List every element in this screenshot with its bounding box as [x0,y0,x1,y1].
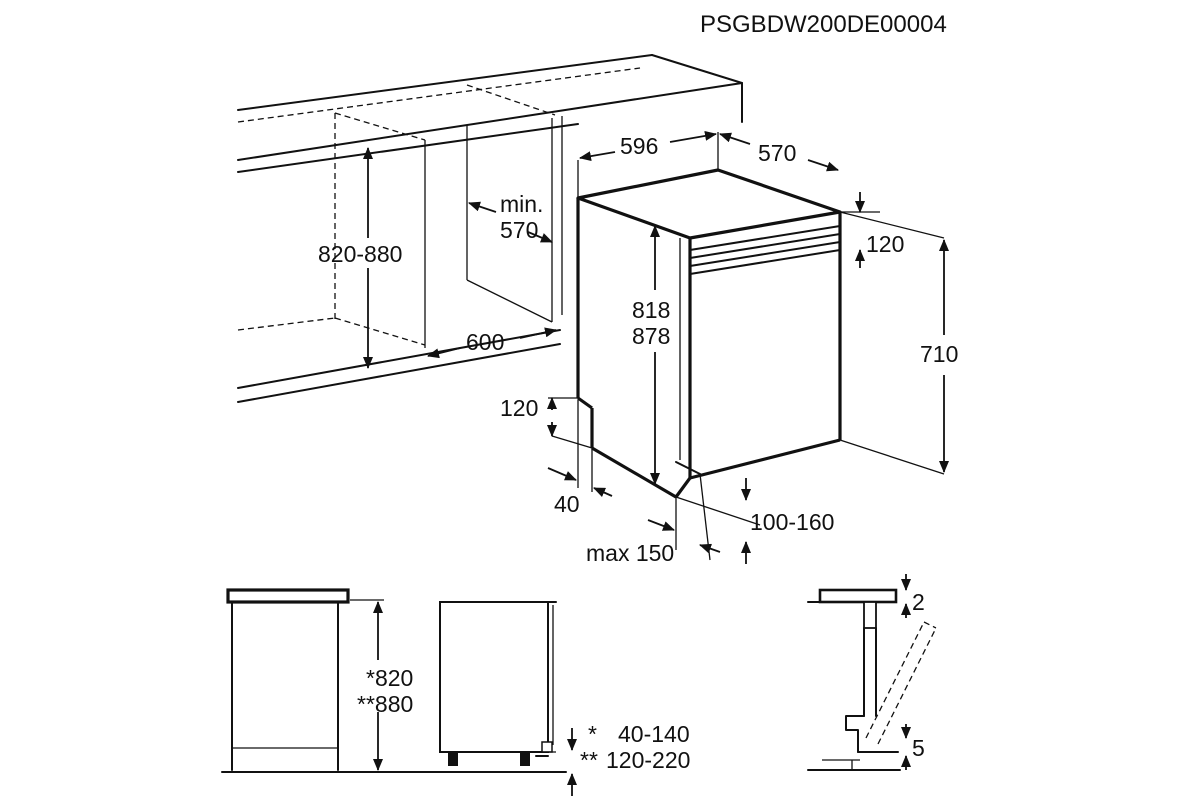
side-view-dishwasher [439,601,577,796]
legend-mark-two: ** [580,747,598,773]
label-range-one: 40-140 [618,721,690,747]
document-code: PSGBDW200DE00004 [700,11,947,38]
label-top-gap: 2 [912,589,925,615]
label-kick-inset: 40 [554,491,580,517]
worktop [237,54,743,173]
door-detail-view [807,574,937,771]
label-height-high: 878 [632,323,670,349]
label-depth: 570 [758,140,796,166]
side-view-cabinet [221,588,567,773]
label-side-height-one: *820 [366,665,413,691]
label-min: min. [500,191,543,217]
label-bottom-gap: 5 [912,735,925,761]
label-max-gap: max 150 [586,540,674,566]
legend-mark-one: * [588,721,597,747]
label-opening-width: 600 [466,329,504,355]
label-door-height: 710 [920,341,958,367]
label-range-two: 120-220 [606,747,690,773]
label-width: 596 [620,133,658,159]
label-side-height-two: **880 [357,691,413,717]
label-min-depth: 570 [500,217,538,243]
label-plinth-adjust: 100-160 [750,509,834,535]
dimension-lines [363,130,949,564]
label-kick-height: 120 [500,395,538,421]
label-top-panel: 120 [866,231,904,257]
dishwasher-body [576,168,842,499]
label-cabinet-height: 820-880 [318,241,402,267]
label-height-low: 818 [632,297,670,323]
cabinet-niche [237,84,563,403]
